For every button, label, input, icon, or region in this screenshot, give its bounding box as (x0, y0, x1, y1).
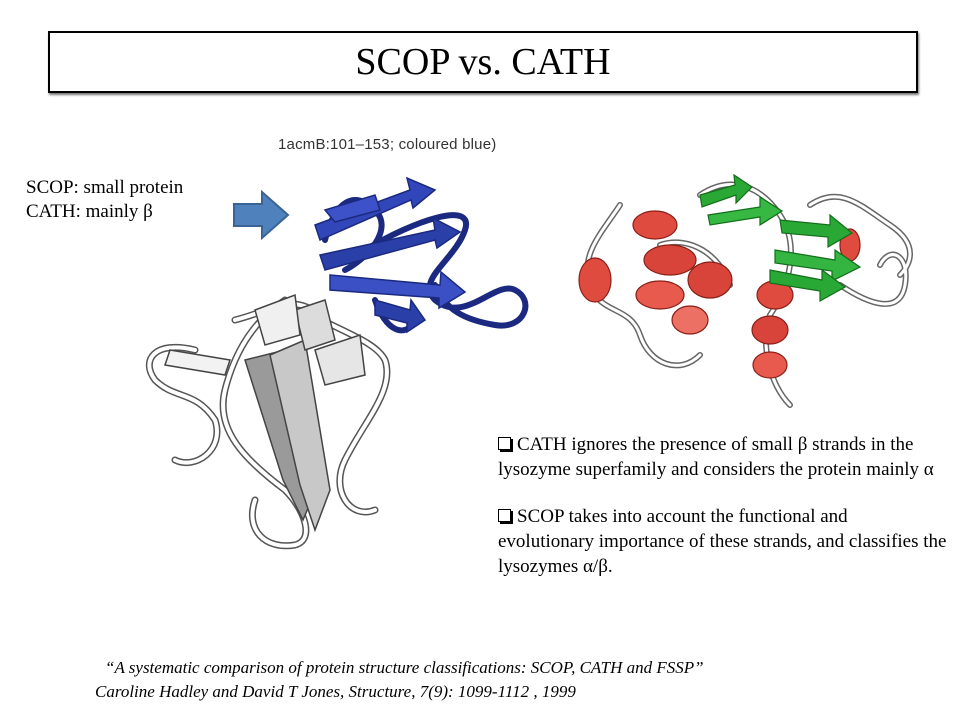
right-arrow-icon (233, 190, 290, 240)
citation-title: “A systematic comparison of protein stru… (105, 658, 704, 677)
protein-structure-left (145, 176, 529, 550)
protein-structure-right (578, 173, 913, 408)
scop-line: SCOP: small protein (26, 177, 184, 198)
cath-line: CATH: mainly β (26, 201, 153, 222)
bullet-scop: SCOP takes into account the functional a… (498, 504, 948, 579)
slide-title: SCOP vs. CATH (355, 41, 611, 83)
citation: “A systematic comparison of protein stru… (95, 656, 895, 704)
citation-authors: Caroline Hadley and David T Jones, Struc… (95, 682, 576, 701)
bullet-text: CATH ignores the presence of small β str… (498, 434, 934, 480)
title-box: SCOP vs. CATH (48, 31, 918, 93)
bullet-list: CATH ignores the presence of small β str… (498, 432, 948, 601)
figure-caption: 1acmB:101–153; coloured blue) (278, 136, 497, 153)
bullet-cath: CATH ignores the presence of small β str… (498, 432, 948, 482)
checkbox-bullet-icon (498, 437, 511, 450)
classification-label: SCOP: small protein CATH: mainly β (26, 176, 183, 224)
bullet-text: SCOP takes into account the functional a… (498, 506, 947, 577)
checkbox-bullet-icon (498, 509, 511, 522)
